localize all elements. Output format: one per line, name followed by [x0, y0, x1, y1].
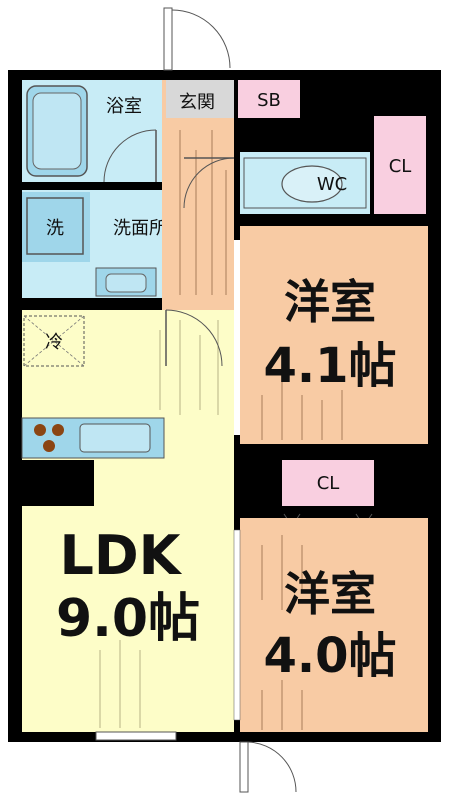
toilet-label: WC: [317, 174, 347, 195]
bedroom2-size: 4.0帖: [263, 628, 396, 684]
entrance-floor: [166, 80, 234, 118]
kitchen-sink: [79, 423, 151, 453]
entrance-door-frame: [163, 7, 173, 71]
closet-mid: [282, 460, 374, 506]
closet-top-label: CL: [389, 156, 412, 177]
fridge-cross-b: [23, 315, 85, 367]
entrance-door-swing: [171, 9, 231, 69]
washroom-label: 洗面所: [113, 218, 167, 239]
washer-label: 洗: [46, 218, 64, 239]
ldk-floor-lines: [99, 320, 219, 728]
bedroom1-name: 洋室: [284, 275, 376, 329]
bedroom1-door-gap: [234, 240, 240, 435]
balcony-door-frame: [239, 741, 249, 793]
stove-burner-3: [43, 440, 55, 452]
toilet-bowl: [281, 165, 343, 203]
balcony-door-swing: [247, 741, 297, 793]
closet-mid-label: CL: [317, 473, 340, 494]
bedroom2-name: 洋室: [284, 567, 376, 621]
bathtub-inner: [32, 92, 82, 170]
ldk-name: LDK: [59, 524, 182, 587]
vanity-sink: [105, 273, 147, 293]
hallway-door-swing: [183, 157, 235, 209]
ldk-size: 9.0帖: [56, 589, 200, 649]
entrance-label: 玄関: [179, 92, 215, 113]
shoe-box-label: SB: [257, 90, 281, 111]
bottom-window: [95, 731, 177, 741]
shoe-box: [238, 80, 300, 118]
ldk-wall-pillar: [22, 460, 94, 506]
ldk-floor: [22, 310, 234, 732]
partition-wall: [234, 448, 240, 518]
stove-burner-1: [34, 424, 46, 436]
bedroom2-floor-lines: [261, 535, 303, 730]
fridge-cross-a: [23, 315, 85, 367]
hallway-floor: [162, 80, 234, 310]
fridge-label: 冷: [45, 332, 63, 353]
stove-burner-2: [52, 424, 64, 436]
toilet-counter: [243, 157, 367, 209]
washer-space: [22, 192, 90, 262]
bath-label: 浴室: [106, 96, 142, 117]
closet-top: [374, 116, 426, 214]
bedroom2-floor: [240, 518, 428, 732]
washer-pan: [26, 197, 84, 255]
ldk-door-swing: [165, 309, 223, 367]
bedroom1-floor-lines: [261, 380, 343, 440]
bath-door-swing: [103, 129, 157, 183]
bedroom1-floor: [240, 226, 428, 444]
ldk-bedroom2-slide: [233, 529, 241, 721]
bedroom1-size: 4.1帖: [263, 338, 396, 394]
